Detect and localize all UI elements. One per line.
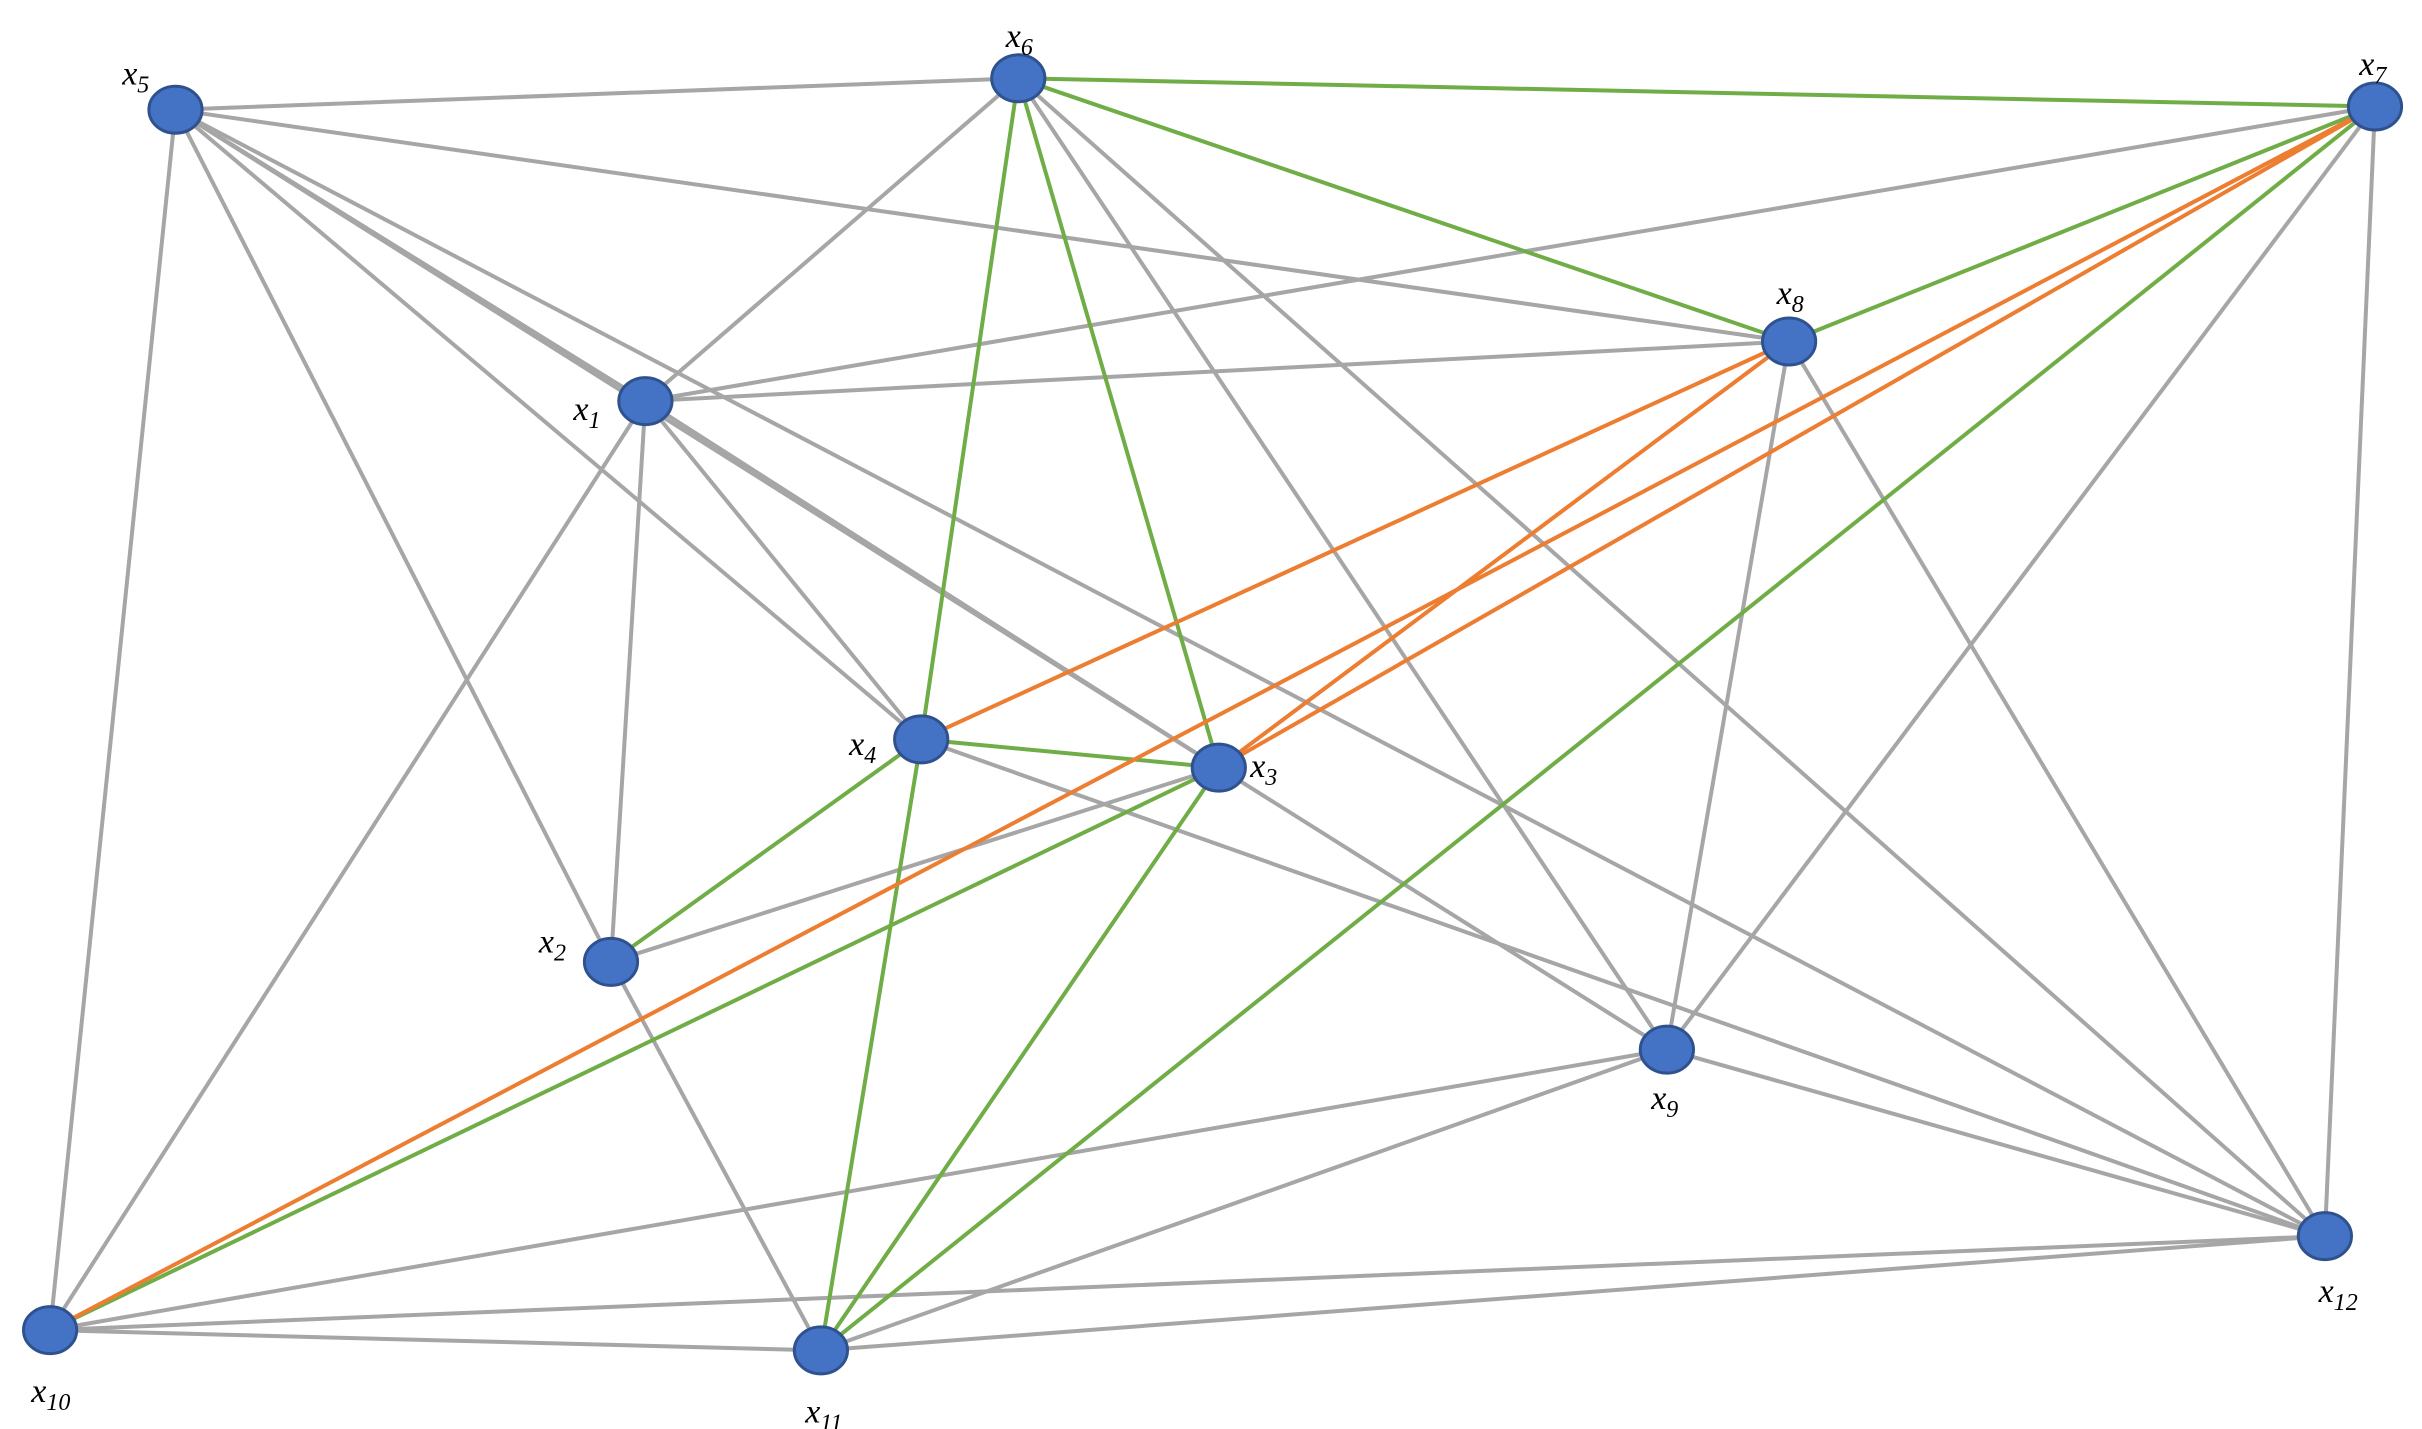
node-x4 [893, 714, 950, 765]
edge-x4-x2 [609, 737, 924, 964]
edge-x3-x2 [609, 765, 1221, 964]
edge-x7-x9 [1664, 104, 2377, 1052]
edge-x6-x7 [1016, 76, 2377, 109]
node-label-subscript: 3 [1264, 765, 1277, 791]
node-label-base: x [1249, 748, 1265, 785]
node-label-subscript: 8 [1792, 292, 1804, 318]
node-label-x7: x7 [2358, 46, 2387, 89]
node-label-base: x [572, 391, 588, 428]
edge-x6-x4 [919, 76, 1021, 742]
node-x7 [2346, 81, 2404, 132]
edge-x9-x10 [48, 1047, 1669, 1333]
node-label-subscript: 6 [1021, 35, 1033, 61]
node-label-subscript: 9 [1666, 1097, 1678, 1123]
node-label-base: x [848, 726, 864, 763]
edge-x5-x2 [173, 107, 613, 964]
edge-x3-x11 [818, 765, 1221, 1353]
node-label-subscript: 11 [820, 1411, 842, 1429]
node-label-subscript: 2 [554, 941, 566, 967]
edge-x1-x2 [609, 399, 648, 964]
edge-x8-x4 [919, 339, 1792, 742]
nodes-layer [21, 53, 2404, 1376]
node-label-subscript: 1 [588, 408, 600, 434]
node-x3 [1190, 742, 1247, 793]
edge-x6-x1 [643, 76, 1021, 404]
edge-x8-x9 [1664, 339, 1792, 1052]
edge-x1-x3 [643, 399, 1221, 770]
node-x2 [582, 936, 640, 987]
node-label-subscript: 7 [2374, 63, 2387, 89]
node-label-x11: x11 [804, 1394, 842, 1429]
node-label-base: x [1776, 275, 1792, 312]
edge-x7-x1 [643, 104, 2377, 404]
node-label-x9: x9 [1650, 1080, 1678, 1123]
node-label-base: x [121, 56, 137, 93]
node-label-subscript: 5 [137, 73, 149, 99]
node-label-x10: x10 [30, 1373, 70, 1416]
edge-x3-x10 [48, 765, 1221, 1333]
edge-x1-x10 [48, 399, 648, 1333]
node-label-x4: x4 [848, 726, 876, 769]
node-label-base: x [2318, 1273, 2334, 1310]
node-label-x6: x6 [1005, 18, 1033, 61]
edge-x6-x8 [1016, 76, 1792, 344]
node-label-x5: x5 [121, 56, 149, 99]
edge-x4-x11 [818, 737, 924, 1353]
node-x1 [617, 376, 674, 427]
edge-x4-x3 [919, 737, 1221, 770]
edge-x8-x3 [1216, 339, 1792, 770]
node-label-subscript: 4 [864, 743, 876, 769]
node-x9 [1638, 1024, 1696, 1075]
edge-x9-x11 [818, 1047, 1669, 1353]
edge-x7-x12 [2322, 104, 2377, 1239]
edge-x5-x12 [173, 107, 2327, 1239]
node-x12 [2296, 1211, 2353, 1262]
node-label-base: x [804, 1394, 820, 1429]
edge-x5-x4 [173, 107, 924, 742]
node-label-base: x [1650, 1080, 1666, 1117]
edge-x9-x12 [1664, 1047, 2327, 1239]
edge-x12-x11 [818, 1234, 2327, 1353]
node-label-subscript: 10 [46, 1390, 70, 1416]
node-label-x3: x3 [1249, 748, 1277, 791]
edge-x5-x8 [173, 107, 1792, 344]
node-label-x12: x12 [2318, 1273, 2358, 1316]
node-x5 [147, 84, 204, 135]
edges-layer [48, 76, 2377, 1353]
node-label-x1: x1 [572, 391, 600, 434]
edge-x7-x3 [1216, 104, 2377, 770]
edge-x8-x1 [643, 339, 1792, 404]
node-label-x8: x8 [1776, 275, 1804, 318]
node-label-base: x [30, 1373, 46, 1410]
node-x10 [21, 1305, 79, 1356]
edge-x4-x12 [919, 737, 2327, 1239]
edge-x2-x11 [609, 959, 823, 1353]
edge-x6-x9 [1016, 76, 1669, 1052]
edge-x1-x4 [643, 399, 924, 742]
edge-x5-x6 [173, 76, 1021, 112]
edge-x6-x3 [1016, 76, 1221, 770]
node-label-base: x [2358, 46, 2374, 83]
edge-x12-x10 [48, 1234, 2327, 1333]
node-x11 [792, 1325, 850, 1376]
node-label-base: x [1005, 18, 1021, 55]
node-label-subscript: 12 [2334, 1290, 2358, 1316]
edge-x10-x11 [48, 1328, 823, 1353]
edge-x6-x12 [1016, 76, 2327, 1239]
node-x6 [990, 53, 1047, 104]
edge-x7-x8 [1787, 104, 2377, 344]
node-x8 [1761, 316, 1818, 367]
node-label-x2: x2 [538, 924, 566, 967]
edge-x7-x10 [48, 104, 2377, 1333]
node-label-base: x [538, 924, 554, 961]
edge-x7-x11 [818, 104, 2377, 1353]
edge-x3-x9 [1216, 765, 1669, 1052]
edge-x5-x10 [48, 107, 178, 1333]
edge-x8-x12 [1787, 339, 2327, 1239]
